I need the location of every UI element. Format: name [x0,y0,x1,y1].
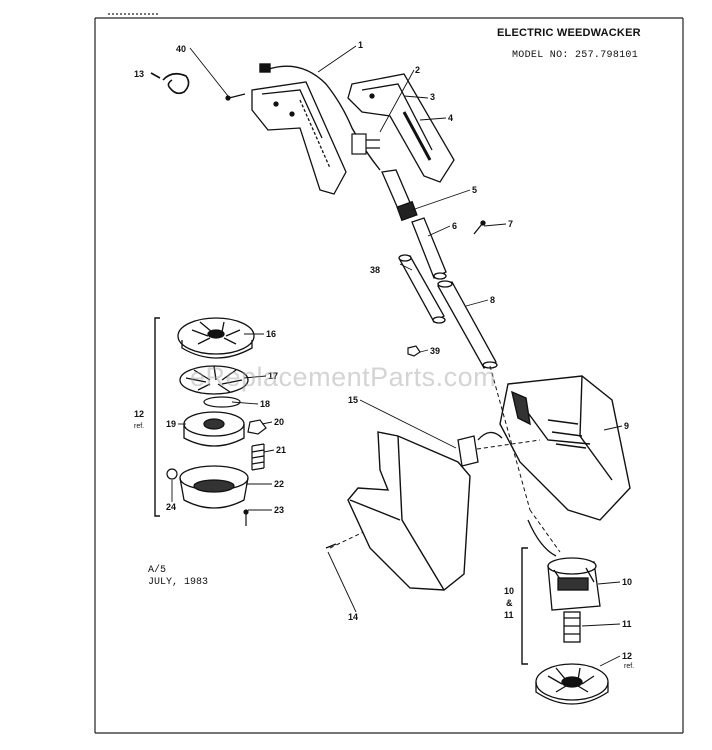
revision-code: A/5 [148,565,167,576]
bracket-left-ref: ref. [134,423,144,430]
revision-date: JULY, 1983 [148,577,209,588]
part-10-motor [527,519,601,611]
part-15-connector [457,431,503,467]
callout-1: 1 [358,40,363,50]
callout-leaders [171,45,623,667]
callout-40: 40 [176,44,186,54]
callout-12: 12 [622,651,632,661]
handle-right-half [347,73,455,183]
callout-17: 17 [268,371,278,381]
callout-11: 11 [622,619,632,629]
part-12-spool-bottom [535,663,609,705]
callout-16: 16 [266,329,276,339]
diagram-title: ELECTRIC WEEDWACKER [497,27,641,39]
model-number: MODEL NO: 257.798101 [512,50,639,61]
callout-24: 24 [166,502,176,512]
part-18-washer [203,396,241,408]
part-24-button [166,468,178,480]
callout-9: 9 [624,421,629,431]
bracket-left-number: 12 [134,409,144,419]
callout-19: 19 [166,419,176,429]
callout-12-ref: ref. [624,663,634,670]
callout-4: 4 [448,113,453,123]
part-20-nut [247,419,267,435]
page-frame [94,13,684,734]
callout-3: 3 [430,92,435,102]
part-38-tube-half [398,254,446,324]
part-17-fan [179,365,249,395]
part-8-lower-tube [437,280,498,369]
callout-23: 23 [274,505,284,515]
part-23-screw [243,509,249,526]
watermark-text: eReplacementParts.com [190,362,497,392]
callout-38: 38 [370,265,380,275]
callout-39: 39 [430,346,440,356]
part-21-spring [251,443,265,471]
part-22-bowl [179,465,249,509]
part-40-screw [225,93,246,101]
callout-20: 20 [274,417,284,427]
bracket-right-number-b: 11 [504,610,514,620]
part-16-spool-cap [177,317,255,359]
part-14-guard [325,431,471,591]
part-39-nut [407,345,421,357]
part-19-hub [183,411,245,447]
handle-left-half [251,81,347,195]
part-7-screw [473,220,486,235]
callout-7: 7 [508,219,513,229]
bracket-right-amp: & [506,598,513,608]
assembly-bracket-right [521,547,528,665]
callout-5: 5 [472,185,477,195]
callout-21: 21 [276,445,286,455]
callout-6: 6 [452,221,457,231]
callout-8: 8 [490,295,495,305]
part-11-shaft [563,611,581,643]
part-2-switch [351,133,380,155]
assembly-bracket-left [154,317,160,517]
part-5-strain-relief [381,169,418,222]
part-13-clip [150,72,190,95]
callout-18: 18 [260,399,270,409]
callout-22: 22 [274,479,284,489]
part-9-motor-housing [499,375,631,521]
callout-15: 15 [348,395,358,405]
part-6-upper-tube [411,217,447,280]
callout-2: 2 [415,65,420,75]
callout-14: 14 [348,612,358,622]
bracket-right-number-a: 10 [504,586,514,596]
callout-13: 13 [134,69,144,79]
callout-10: 10 [622,577,632,587]
